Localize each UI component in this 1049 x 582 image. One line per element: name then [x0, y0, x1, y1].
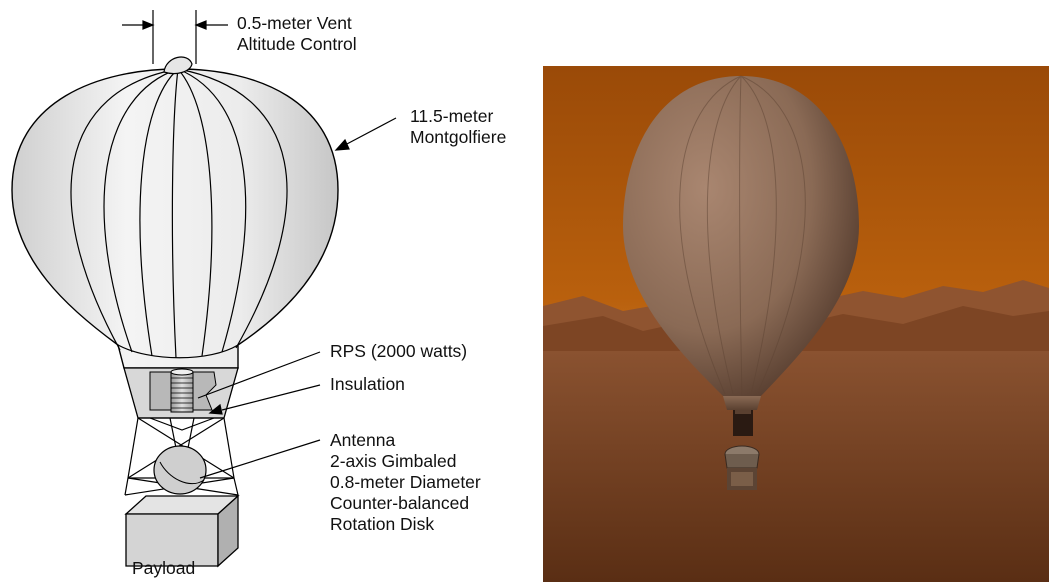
montgolfiere-label: 11.5-meter Montgolfiere — [410, 106, 507, 147]
balloon-rendering — [543, 66, 1049, 582]
payload-label: Payload — [132, 558, 196, 578]
rps-coil — [171, 377, 193, 409]
vent-dimension-marker — [122, 10, 228, 64]
insulation-label: Insulation — [330, 374, 405, 394]
payload-box — [124, 494, 240, 568]
vent-cap — [163, 56, 193, 75]
antenna-dish — [153, 445, 207, 495]
leader-lines — [197, 117, 397, 479]
vent-label: 0.5-meter Vent Altitude Control — [237, 13, 357, 54]
antenna-label: Antenna 2-axis Gimbaled 0.8-meter Diamet… — [330, 430, 481, 534]
rendered-balloon — [623, 75, 859, 436]
ground — [543, 351, 1049, 582]
balloon-diagram — [11, 10, 397, 568]
rendered-gondola — [724, 445, 760, 490]
heater-housing — [123, 367, 239, 419]
balloon-envelope — [11, 68, 339, 369]
rps-label: RPS (2000 watts) — [330, 341, 468, 361]
